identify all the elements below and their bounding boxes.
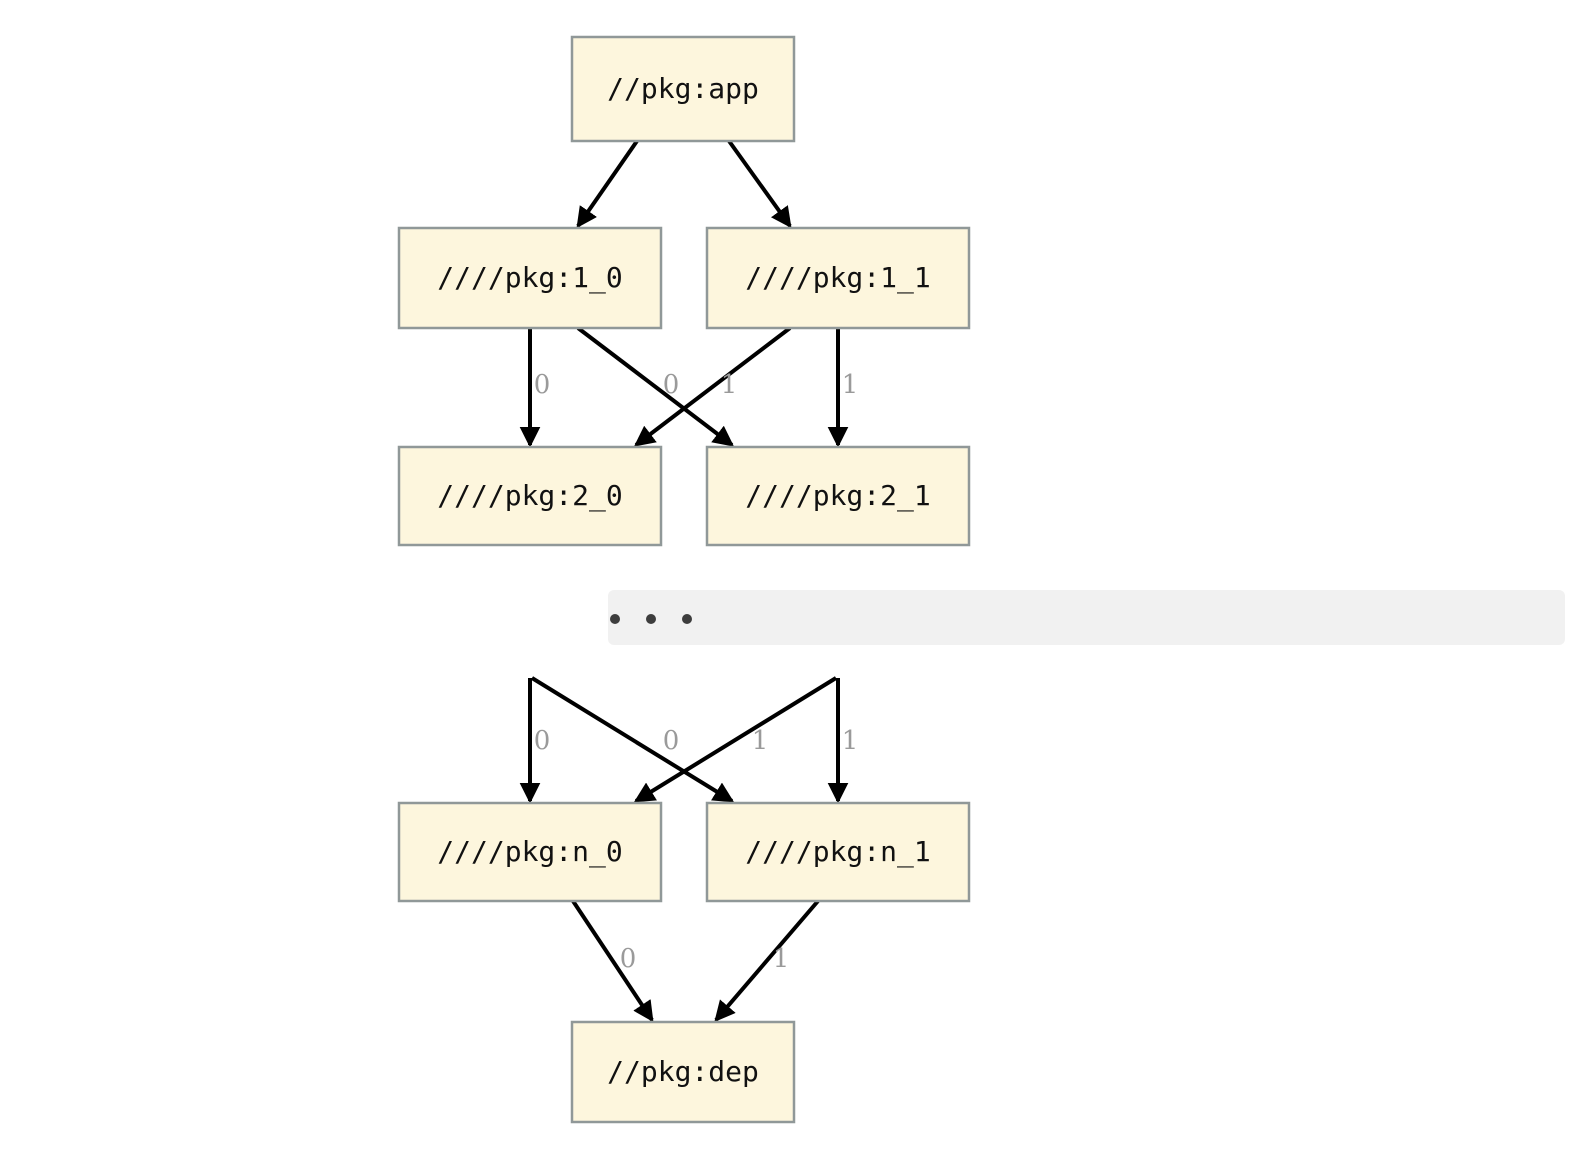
- edges-layer: [519, 139, 849, 1023]
- node-label-n2_0: ////pkg:2_0: [437, 479, 622, 513]
- node-box-n2_1[interactable]: [705, 445, 971, 547]
- node-box-n1_0[interactable]: [397, 226, 663, 330]
- node-dep[interactable]: //pkg:dep: [570, 1020, 796, 1124]
- edge-label-prev2-to-n_1: 1: [842, 726, 859, 756]
- node-box-app[interactable]: [570, 35, 796, 143]
- edge-label-prev-to-n_0: 0: [534, 726, 551, 756]
- node-box-nn_1[interactable]: [705, 801, 971, 903]
- node-box-n1_1[interactable]: [705, 226, 971, 330]
- nodes-layer: //pkg:app ////pkg:1_0 ////pkg:1_1 ////pkg:2…: [397, 35, 971, 1124]
- node-label-dep: //pkg:dep: [607, 1055, 759, 1088]
- node-label-n1_1: ////pkg:1_1: [745, 261, 930, 295]
- edge-1_1-to-2_0: [633, 326, 792, 447]
- edge-label-1_1-to-2_0: 1: [721, 370, 738, 400]
- ellipsis-dot-2: [682, 614, 692, 624]
- node-n2_1[interactable]: ////pkg:2_1: [705, 445, 971, 547]
- node-label-app: //pkg:app: [607, 72, 759, 105]
- edge-n_0-to-dep: [571, 899, 654, 1023]
- edge-label-n_0-to-dep: 0: [620, 944, 637, 974]
- ellipsis-dot-0: [610, 614, 620, 624]
- edge-label-1_1-to-2_1: 1: [842, 370, 859, 400]
- node-box-dep[interactable]: [570, 1020, 796, 1124]
- edge-labels-layer: 0 0 1 1 0 0 1 1 0 1: [534, 370, 859, 974]
- edge-prev2-to-n_0: [633, 676, 838, 803]
- node-label-n2_1: ////pkg:2_1: [745, 479, 930, 513]
- edge-prev-to-n_1: [530, 676, 735, 803]
- node-nn_1[interactable]: ////pkg:n_1: [705, 801, 971, 903]
- node-n1_1[interactable]: ////pkg:1_1: [705, 226, 971, 330]
- edge-label-prev-to-n_1: 0: [663, 726, 680, 756]
- edge-label-1_0-to-2_1: 0: [663, 370, 680, 400]
- edge-n_1-to-dep: [714, 899, 820, 1022]
- node-label-nn_0: ////pkg:n_0: [437, 835, 622, 869]
- node-box-nn_0[interactable]: [397, 801, 663, 903]
- node-app[interactable]: //pkg:app: [570, 35, 796, 143]
- node-nn_0[interactable]: ////pkg:n_0: [397, 801, 663, 903]
- ellipsis-layer: [608, 590, 1565, 645]
- node-n2_0[interactable]: ////pkg:2_0: [397, 445, 663, 547]
- edge-1_0-to-2_1: [576, 326, 735, 447]
- ellipsis-band: [608, 590, 1565, 645]
- node-label-n1_0: ////pkg:1_0: [437, 261, 622, 295]
- ellipsis-dot-1: [646, 614, 656, 624]
- edge-label-prev2-to-n_0: 1: [752, 726, 769, 756]
- edge-label-1_0-to-2_0: 0: [534, 370, 551, 400]
- node-box-n2_0[interactable]: [397, 445, 663, 547]
- node-label-nn_1: ////pkg:n_1: [745, 835, 930, 869]
- node-n1_0[interactable]: ////pkg:1_0: [397, 226, 663, 330]
- edge-app-to-1_1: [727, 139, 792, 229]
- edge-label-n_1-to-dep: 1: [773, 944, 790, 974]
- edge-app-to-1_0: [576, 139, 639, 229]
